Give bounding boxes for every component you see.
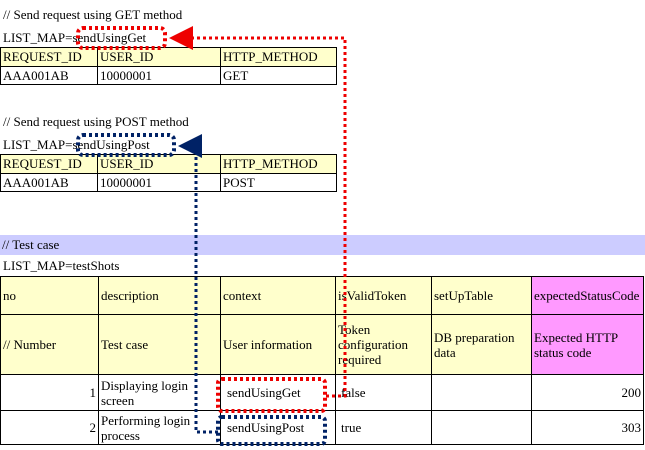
get-header-http-method: HTTP_METHOD <box>220 47 337 67</box>
post-table: REQUEST_ID USER_ID HTTP_METHOD AAA001AB … <box>0 154 337 192</box>
row2-no: 2 <box>0 410 99 445</box>
post-connector-arrow <box>178 134 218 434</box>
header-expected-status-code: expectedStatusCode <box>531 276 644 315</box>
get-connector-arrow <box>169 26 347 398</box>
row2-expected-status: 303 <box>531 410 644 445</box>
row2-set-up-table <box>431 410 532 445</box>
row1-set-up-table <box>431 374 532 411</box>
test-case-list-map: LIST_MAP=testShots <box>3 258 120 273</box>
desc-number: // Number <box>0 314 99 375</box>
test-case-table: no description context isValidToken setU… <box>0 276 644 445</box>
header-description: description <box>98 276 221 315</box>
get-cell-user-id: 10000001 <box>97 66 221 85</box>
desc-user-information: User information <box>220 314 336 375</box>
header-is-valid-token: isValidToken <box>335 276 432 315</box>
get-list-map: LIST_MAP=sendUsingGet <box>3 30 147 45</box>
row2-description: Performing login process <box>98 410 221 445</box>
get-table: REQUEST_ID USER_ID HTTP_METHOD AAA001AB … <box>0 47 337 85</box>
post-header-user-id: USER_ID <box>97 154 221 174</box>
header-no: no <box>0 276 99 315</box>
post-list-map-highlight <box>76 133 176 157</box>
get-header-request-id: REQUEST_ID <box>0 47 98 67</box>
row1-no: 1 <box>0 374 99 411</box>
row1-is-valid-token: false <box>335 374 432 411</box>
desc-token-configuration: Token configuration required <box>335 314 432 375</box>
post-cell-request-id: AAA001AB <box>0 173 98 192</box>
get-list-map-highlight <box>76 26 167 50</box>
test-case-comment: // Test case <box>2 237 60 252</box>
post-header-http-method: HTTP_METHOD <box>220 154 337 174</box>
header-context: context <box>220 276 336 315</box>
get-comment: // Send request using GET method <box>3 7 183 22</box>
post-comment: // Send request using POST method <box>3 114 189 129</box>
post-cell-user-id: 10000001 <box>97 173 221 192</box>
post-cell-http-method: POST <box>220 173 337 192</box>
post-header-request-id: REQUEST_ID <box>0 154 98 174</box>
row2-context-highlight <box>216 415 327 446</box>
desc-test-case: Test case <box>98 314 221 375</box>
desc-db-preparation: DB preparation data <box>431 314 532 375</box>
desc-expected-http-status: Expected HTTP status code <box>531 314 644 375</box>
row1-context-highlight <box>216 377 327 413</box>
get-cell-http-method: GET <box>220 66 337 85</box>
header-set-up-table: setUpTable <box>431 276 532 315</box>
test-case-section-bar: // Test case <box>0 235 645 255</box>
get-header-user-id: USER_ID <box>97 47 221 67</box>
